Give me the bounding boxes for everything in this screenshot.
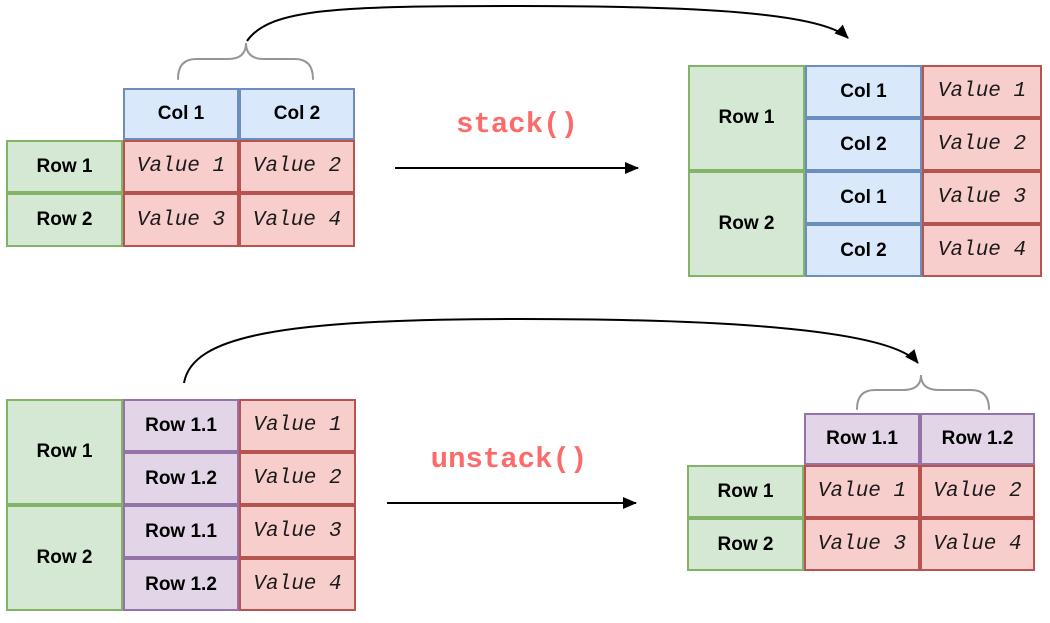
value-cell: Value 3 bbox=[922, 171, 1042, 224]
sub-row-key-cell: Row 1.1 bbox=[123, 399, 239, 452]
stack-result-table: Row 1 Col 1 Value 1 Col 2 Value 2 Row 2 … bbox=[688, 65, 1042, 277]
col-key-cell: Col 1 bbox=[805, 171, 922, 224]
row-header-cell: Row 2 bbox=[6, 505, 123, 611]
stack-source-table: Col 1 Col 2 Row 1 Value 1 Value 2 Row 2 … bbox=[6, 88, 355, 247]
value-cell: Value 3 bbox=[123, 193, 239, 247]
empty-corner-cell bbox=[6, 88, 123, 140]
unstack-source-table: Row 1 Row 1.1 Value 1 Row 1.2 Value 2 Ro… bbox=[6, 399, 356, 611]
value-cell: Value 3 bbox=[239, 505, 356, 558]
value-cell: Value 1 bbox=[123, 140, 239, 193]
stack-operation-label: stack() bbox=[456, 108, 578, 141]
value-cell: Value 1 bbox=[804, 465, 920, 518]
unstack-curved-arrow bbox=[183, 317, 919, 384]
value-cell: Value 4 bbox=[922, 224, 1042, 277]
stack-curved-arrow bbox=[246, 4, 849, 42]
col-header-cell: Col 1 bbox=[123, 88, 239, 140]
value-cell: Value 1 bbox=[922, 65, 1042, 118]
col-header-cell: Col 2 bbox=[239, 88, 355, 140]
col-header-cell: Row 1.1 bbox=[804, 413, 920, 465]
value-cell: Value 4 bbox=[239, 558, 356, 611]
row-header-cell: Row 1 bbox=[687, 465, 804, 518]
value-cell: Value 3 bbox=[804, 518, 920, 571]
value-cell: Value 1 bbox=[239, 399, 356, 452]
row-header-cell: Row 1 bbox=[6, 399, 123, 505]
value-cell: Value 2 bbox=[922, 118, 1042, 171]
col-header-cell: Row 1.2 bbox=[920, 413, 1035, 465]
row-header-cell: Row 2 bbox=[6, 193, 123, 247]
col-key-cell: Col 2 bbox=[805, 224, 922, 277]
col-key-cell: Col 1 bbox=[805, 65, 922, 118]
sub-row-key-cell: Row 1.2 bbox=[123, 558, 239, 611]
value-cell: Value 2 bbox=[239, 140, 355, 193]
empty-corner-cell bbox=[687, 413, 804, 465]
unstack-result-table: Row 1.1 Row 1.2 Row 1 Value 1 Value 2 Ro… bbox=[687, 413, 1035, 571]
sub-row-key-cell: Row 1.2 bbox=[123, 452, 239, 505]
row-header-cell: Row 1 bbox=[6, 140, 123, 193]
row-header-cell: Row 2 bbox=[687, 518, 804, 571]
sub-rows-brace bbox=[856, 374, 990, 410]
value-cell: Value 4 bbox=[239, 193, 355, 247]
row-header-cell: Row 2 bbox=[688, 171, 805, 277]
unstack-operation-label: unstack() bbox=[430, 443, 588, 476]
value-cell: Value 2 bbox=[239, 452, 356, 505]
sub-row-key-cell: Row 1.1 bbox=[123, 505, 239, 558]
col-key-cell: Col 2 bbox=[805, 118, 922, 171]
row-header-cell: Row 1 bbox=[688, 65, 805, 171]
value-cell: Value 4 bbox=[920, 518, 1035, 571]
value-cell: Value 2 bbox=[920, 465, 1035, 518]
columns-brace bbox=[177, 42, 314, 80]
